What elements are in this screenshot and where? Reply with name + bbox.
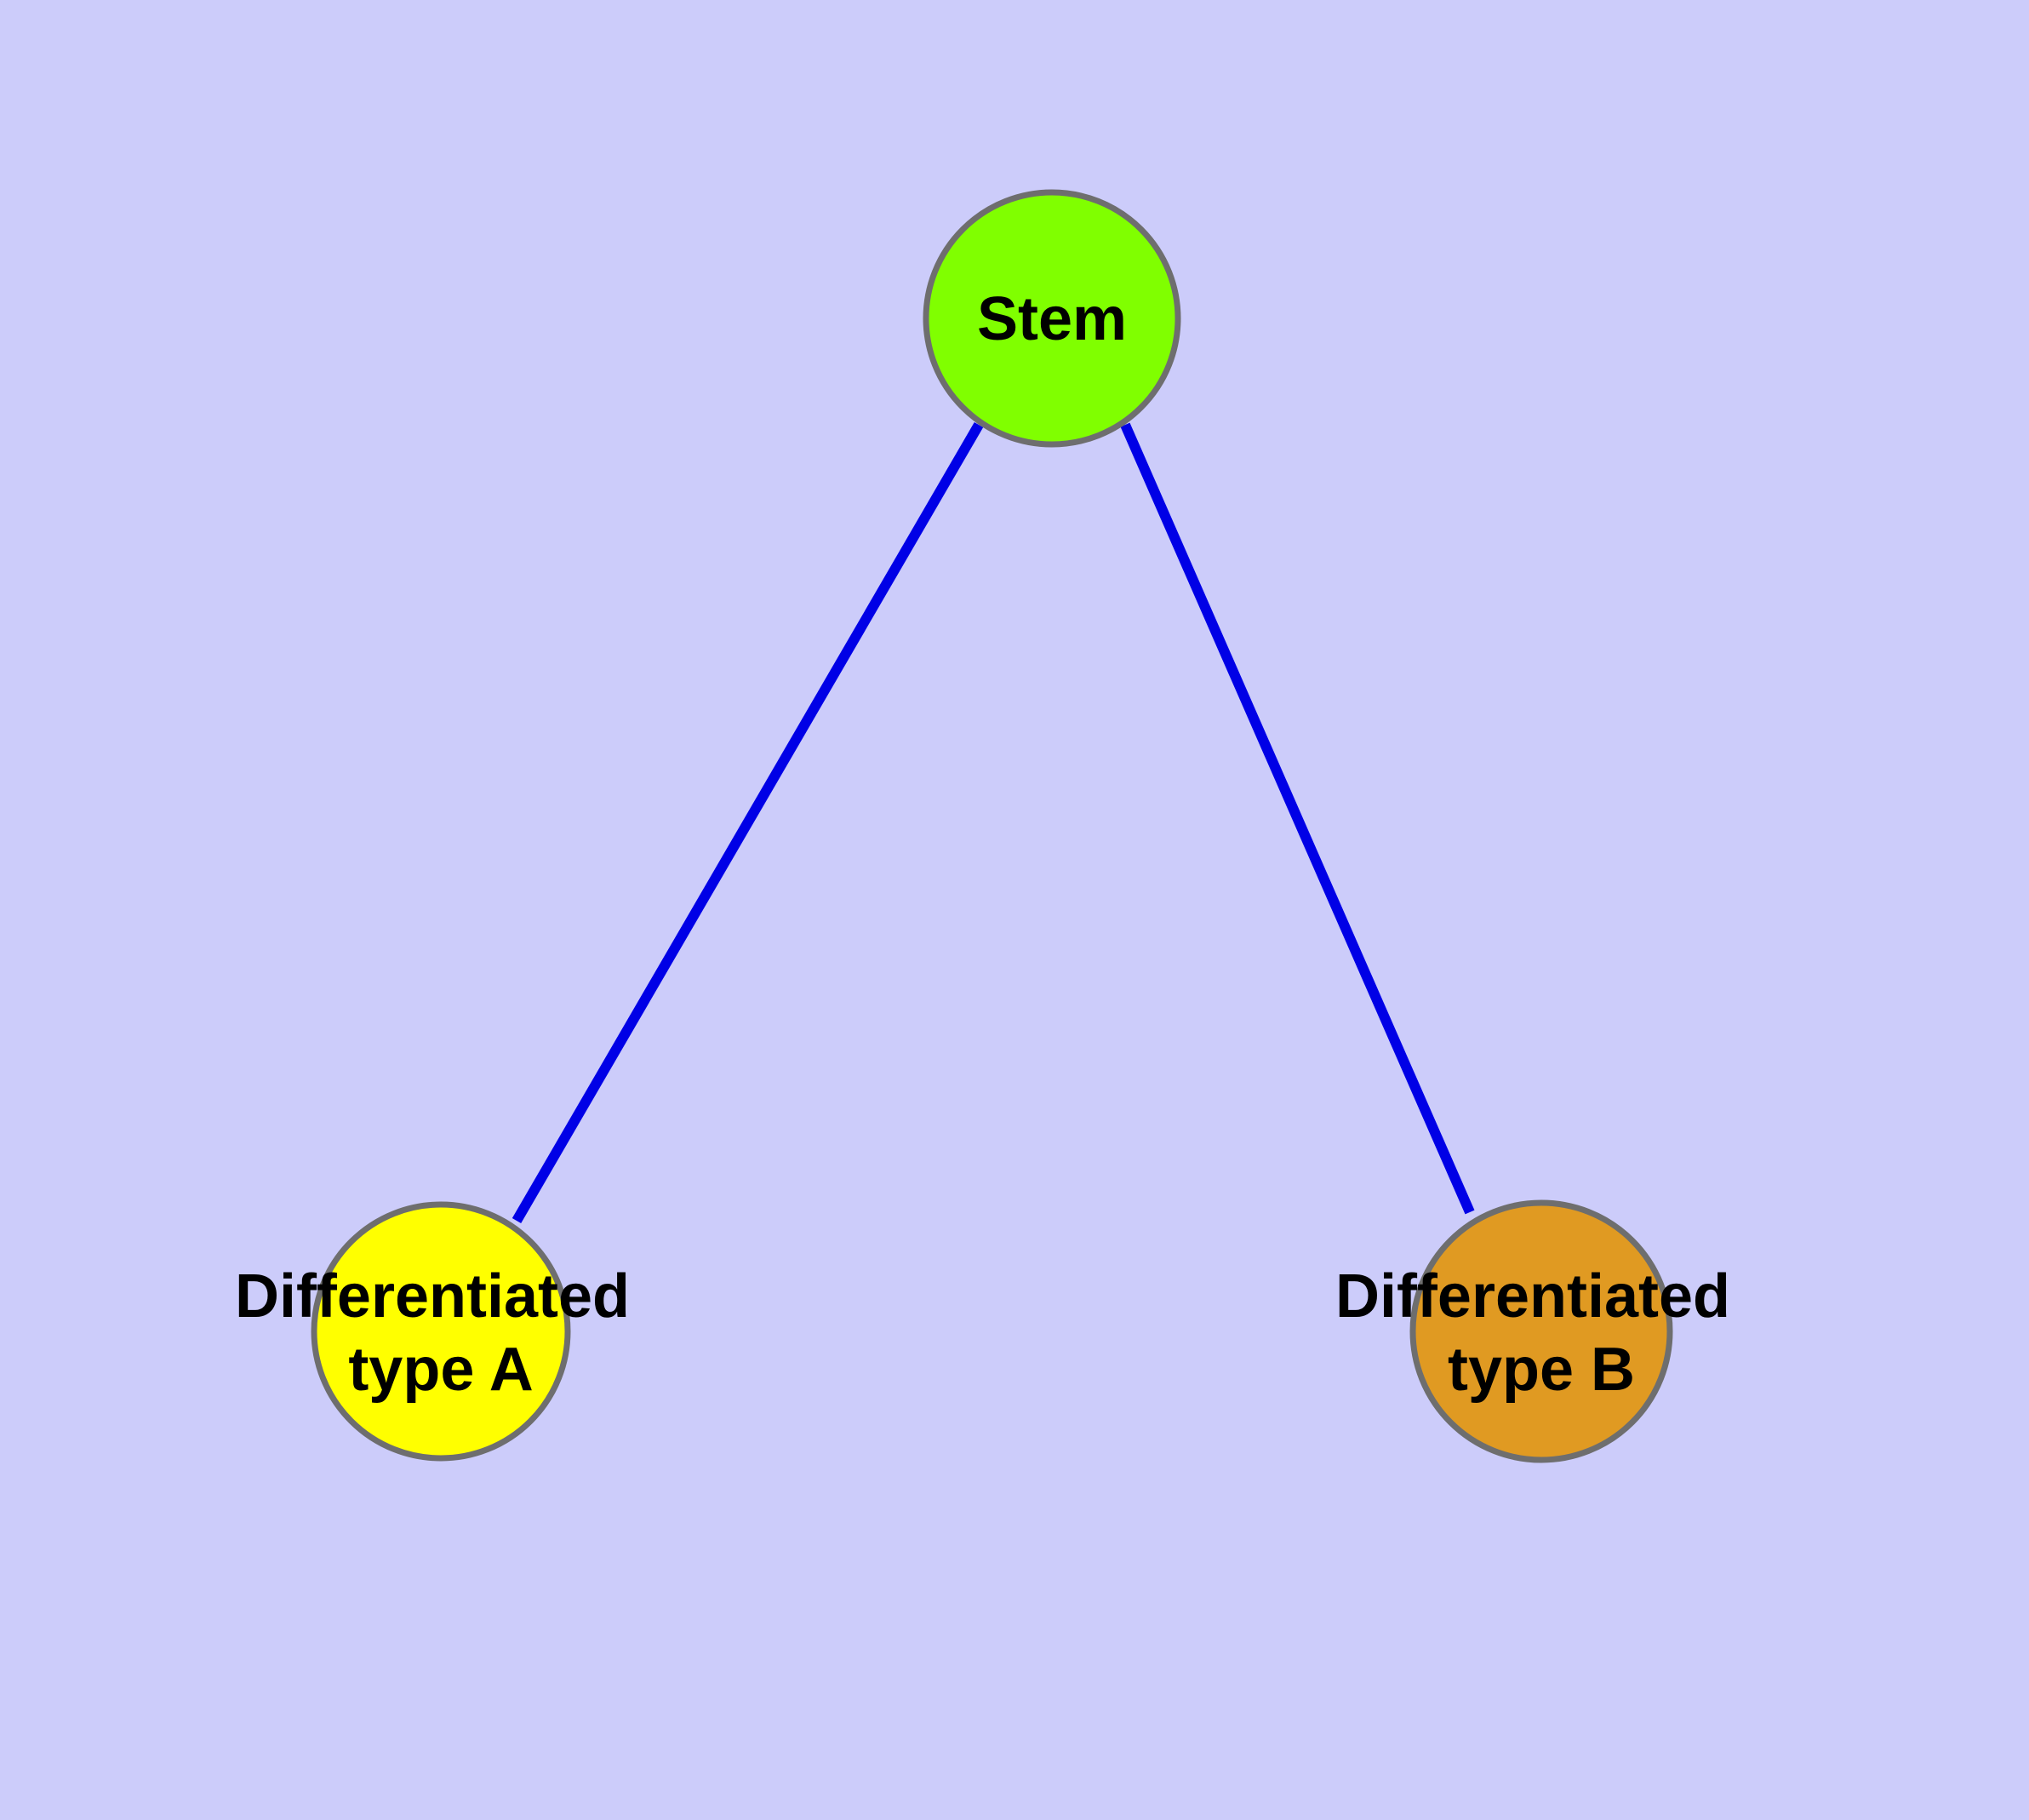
node-type-b-circle[interactable] — [1409, 1199, 1673, 1463]
node-stem-label: Stem — [977, 285, 1127, 353]
edge-stem-to-type-b[interactable] — [1120, 422, 1475, 1215]
node-type-a-label-line-1: Differentiated — [235, 1262, 630, 1331]
node-type-b-label-line-2: type B — [1448, 1336, 1635, 1404]
node-stem-circle[interactable] — [923, 189, 1181, 448]
edge-layer — [512, 421, 1475, 1224]
node-stem[interactable]: Stem — [923, 189, 1181, 448]
node-type-b-label: Differentiated type B — [1335, 1262, 1747, 1404]
node-type-a-label: Differentiated type A — [235, 1262, 647, 1404]
node-differentiated-type-a[interactable]: Differentiated type A — [235, 1201, 647, 1462]
edge-stem-to-type-a[interactable] — [512, 421, 984, 1224]
node-type-a-label-line-2: type A — [348, 1336, 533, 1404]
node-type-b-label-line-1: Differentiated — [1335, 1262, 1730, 1331]
node-type-a-circle[interactable] — [311, 1201, 571, 1462]
node-differentiated-type-b[interactable]: Differentiated type B — [1335, 1199, 1747, 1463]
